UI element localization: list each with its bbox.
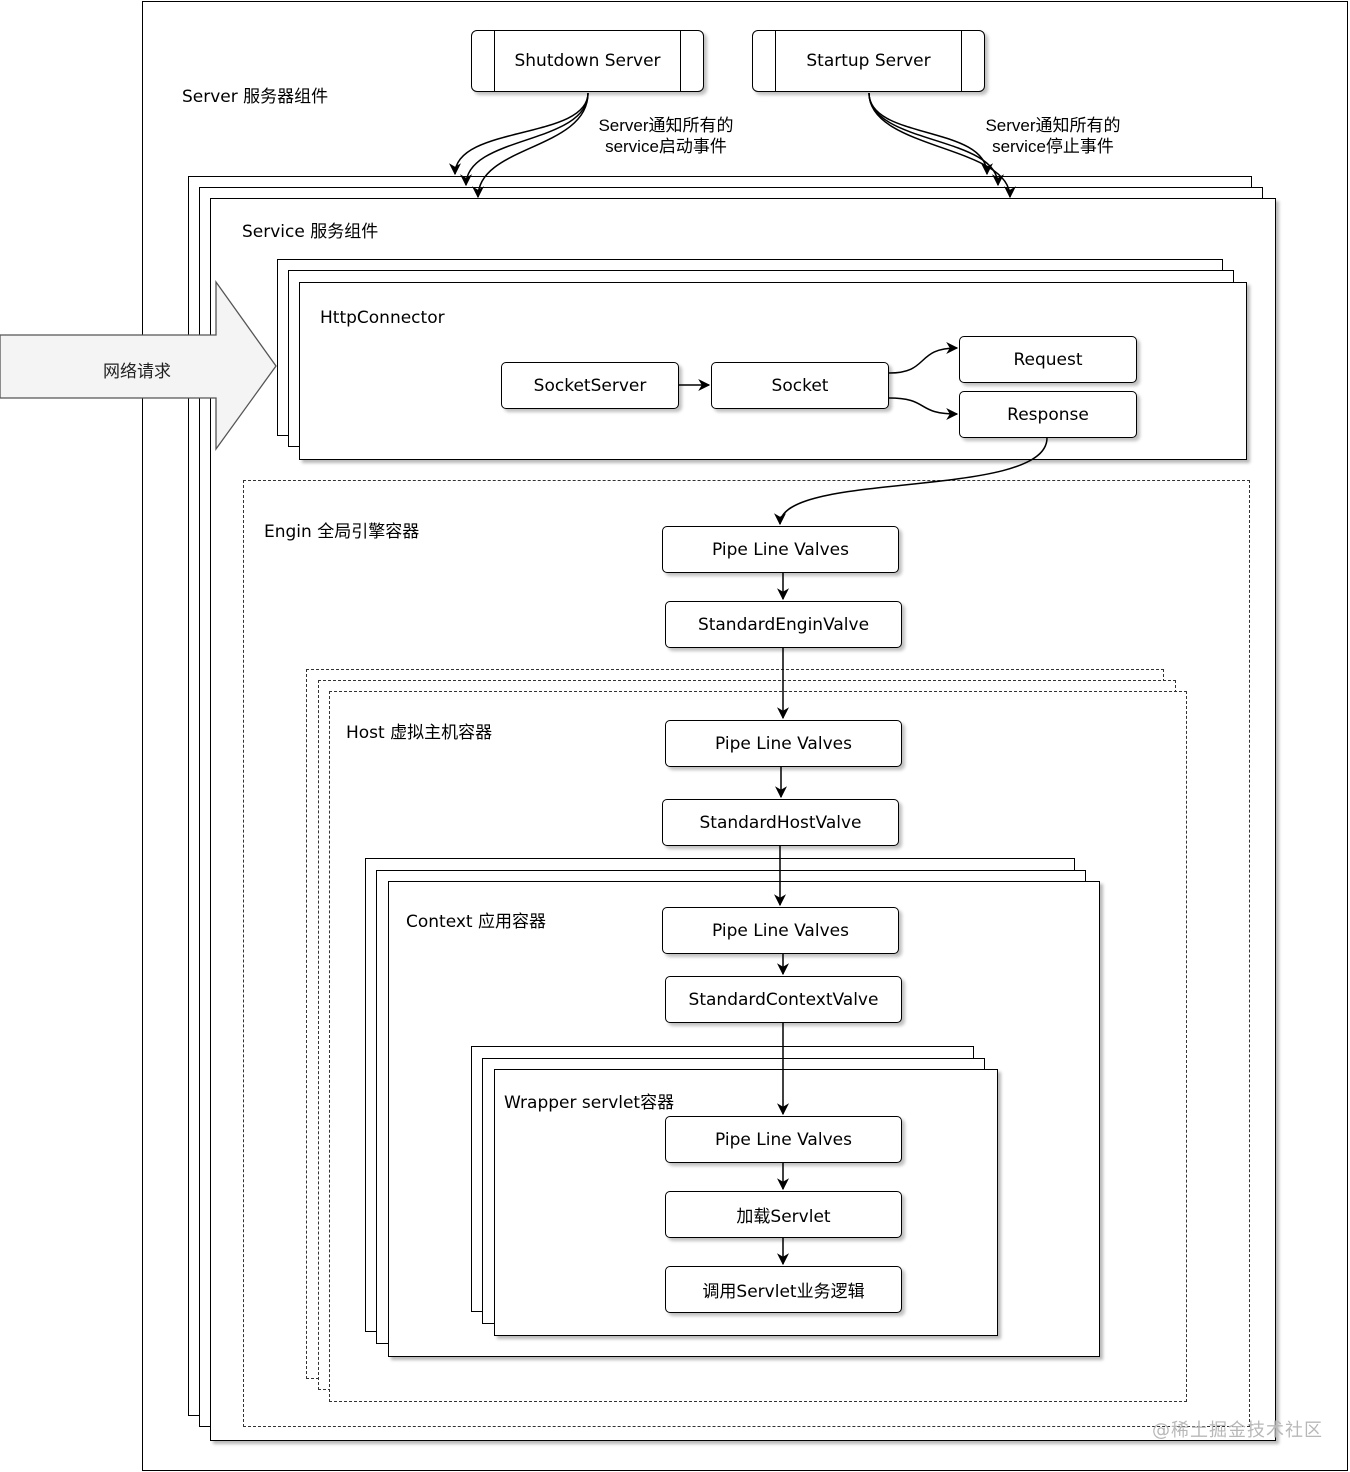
host-pipeline-node: Pipe Line Valves (665, 720, 902, 767)
network-request-label: 网络请求 (103, 362, 171, 382)
shutdown-server-label: Shutdown Server (514, 51, 661, 71)
service-label: Service 服务组件 (242, 222, 379, 242)
server-label: Server 服务器组件 (182, 87, 329, 107)
startup-server-button[interactable]: Startup Server (752, 30, 985, 92)
request-node: Request (959, 336, 1137, 383)
engine-pipeline-node: Pipe Line Valves (662, 526, 899, 573)
engine-label: Engin 全局引擎容器 (264, 522, 420, 542)
connector-label: HttpConnector (320, 308, 445, 328)
wrapper-label: Wrapper servlet容器 (504, 1093, 675, 1113)
watermark: @稀土掘金技术社区 (1152, 1420, 1323, 1441)
load-servlet-node: 加载Servlet (665, 1191, 902, 1238)
start-event-note: Server通知所有的 service启动事件 (586, 115, 746, 157)
response-node: Response (959, 391, 1137, 438)
standard-host-valve-node: StandardHostValve (662, 799, 899, 846)
socket-node: Socket (711, 362, 889, 409)
process-bar-right (680, 31, 681, 91)
process-bar-right (961, 31, 962, 91)
context-pipeline-node: Pipe Line Valves (662, 907, 899, 954)
standard-engin-valve-node: StandardEnginValve (665, 601, 902, 648)
stop-event-note-line1: Server通知所有的 (985, 116, 1121, 135)
startup-server-label: Startup Server (806, 51, 931, 71)
process-bar-left (494, 31, 495, 91)
stop-event-note-line2: service停止事件 (992, 137, 1114, 156)
stop-event-note: Server通知所有的 service停止事件 (973, 115, 1133, 157)
shutdown-server-button[interactable]: Shutdown Server (471, 30, 704, 92)
wrapper-pipeline-node: Pipe Line Valves (665, 1116, 902, 1163)
host-label: Host 虚拟主机容器 (346, 723, 493, 743)
socket-server-node: SocketServer (501, 362, 679, 409)
process-bar-left (775, 31, 776, 91)
invoke-servlet-node: 调用Servlet业务逻辑 (665, 1266, 902, 1313)
start-event-note-line2: service启动事件 (605, 137, 727, 156)
context-label: Context 应用容器 (406, 912, 547, 932)
start-event-note-line1: Server通知所有的 (598, 116, 734, 135)
standard-context-valve-node: StandardContextValve (665, 976, 902, 1023)
